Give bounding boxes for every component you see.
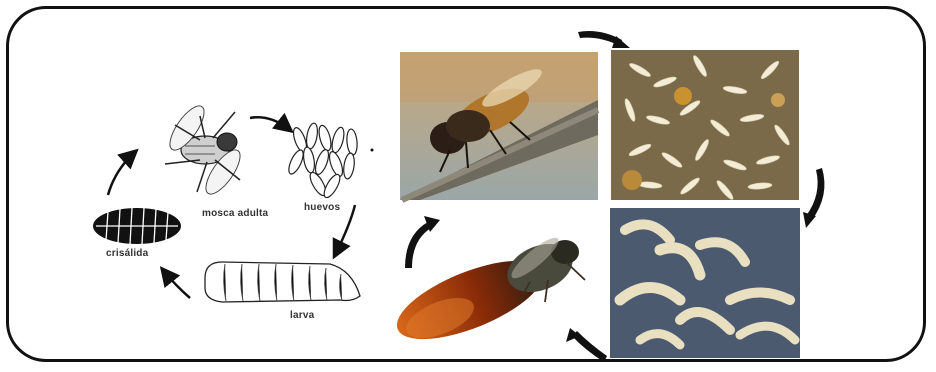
- label-eggs: huevos: [304, 202, 340, 213]
- pupa-photo: [387, 233, 585, 356]
- label-pupa: crisálida: [106, 248, 148, 259]
- label-adult-fly: mosca adulta: [202, 208, 268, 219]
- pupa-drawing: [93, 208, 181, 244]
- adult-fly-photo: [400, 52, 598, 200]
- adult-fly-drawing: [164, 101, 246, 199]
- larva-drawing: [205, 262, 360, 302]
- eggs-drawing: [286, 122, 358, 199]
- arrow-eggs-to-larvae: [803, 168, 824, 228]
- arrow-larvae-to-pupa: [566, 328, 607, 362]
- arrow-adult-to-eggs: [578, 31, 630, 48]
- arrow-pupa-to-adult: [405, 216, 440, 268]
- label-larva: larva: [290, 310, 314, 321]
- eggs-photo: [611, 50, 799, 201]
- larvae-photo: [610, 208, 800, 358]
